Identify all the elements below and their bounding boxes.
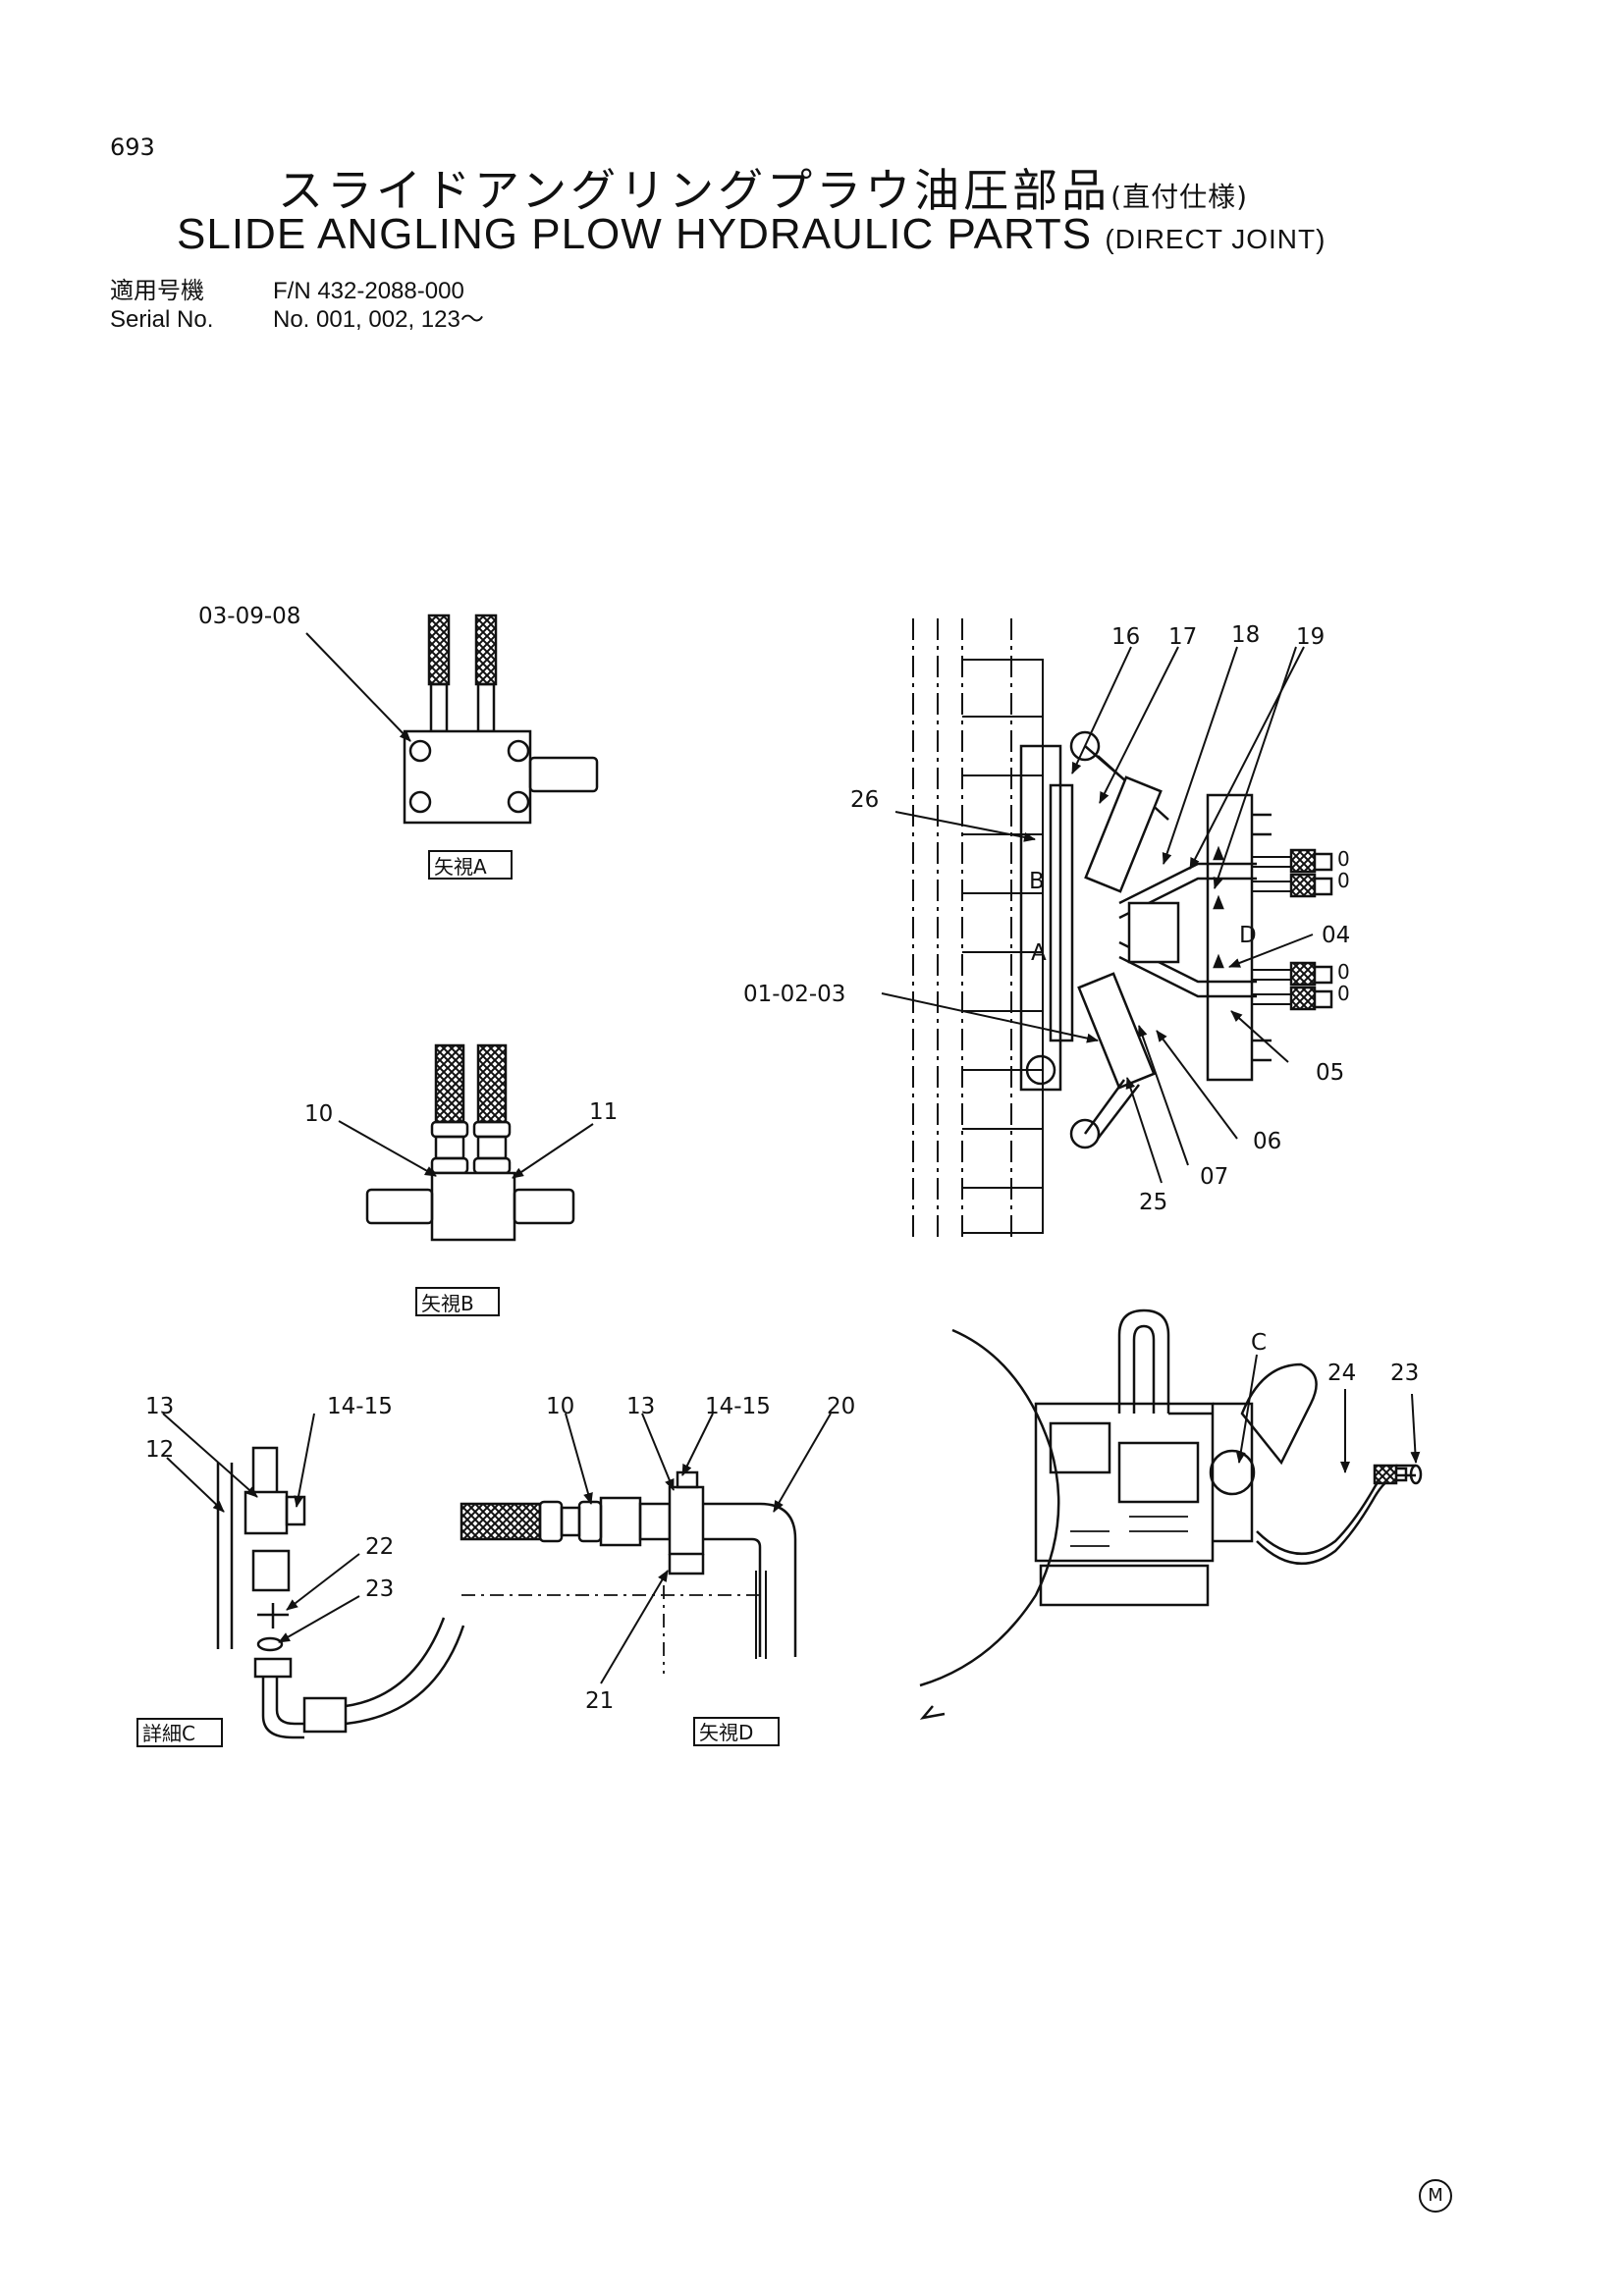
- part-label-07: 07: [1200, 1164, 1228, 1190]
- title-english-sub: (DIRECT JOINT): [1105, 224, 1326, 254]
- applicable-label: 適用号機: [110, 278, 204, 304]
- plow-assembly-drawing: [912, 618, 1333, 1239]
- part-label-23-detail-c: 23: [365, 1576, 394, 1602]
- plug-zero-4: 0: [1337, 982, 1350, 1005]
- view-label-a: 矢視A: [434, 855, 487, 879]
- part-label-10-view-d: 10: [546, 1394, 574, 1419]
- part-label-17: 17: [1168, 624, 1197, 650]
- plug-zero-3: 0: [1337, 960, 1350, 984]
- part-label-26: 26: [850, 787, 879, 813]
- serial-label: Serial No.: [110, 306, 214, 333]
- view-d-drawing: [460, 1470, 797, 1746]
- part-label-16: 16: [1111, 624, 1140, 650]
- plug-zero-1: 0: [1337, 847, 1350, 871]
- part-label-10-view-b: 10: [304, 1101, 333, 1127]
- part-label-01-02-03: 01-02-03: [743, 982, 845, 1007]
- callout-c: C: [1251, 1330, 1267, 1356]
- part-label-14-15-view-d: 14-15: [705, 1394, 771, 1419]
- part-label-23-blade: 23: [1390, 1361, 1419, 1386]
- part-label-13-detail-c: 13: [145, 1394, 174, 1419]
- part-label-06: 06: [1253, 1129, 1281, 1154]
- view-label-d: 矢視D: [699, 1721, 753, 1744]
- serial-value: No. 001, 002, 123～: [273, 306, 484, 333]
- part-label-19: 19: [1296, 624, 1325, 650]
- callout-d: D: [1239, 923, 1257, 948]
- part-label-20: 20: [827, 1394, 855, 1419]
- detail-label-c: 詳細C: [142, 1722, 195, 1745]
- page-header: 693 スライドアングリングプラウ油圧部品(直付仕様) SLIDE ANGLIN…: [0, 0, 1624, 353]
- view-a-drawing: [403, 614, 599, 880]
- title-english-main: SLIDE ANGLING PLOW HYDRAULIC PARTS: [177, 210, 1093, 258]
- page-number: 693: [110, 133, 155, 161]
- title-english: SLIDE ANGLING PLOW HYDRAULIC PARTS (DIRE…: [177, 210, 1326, 259]
- part-label-12: 12: [145, 1437, 174, 1463]
- part-label-21: 21: [585, 1688, 614, 1714]
- part-label-04: 04: [1322, 923, 1350, 948]
- callout-a: A: [1031, 940, 1047, 966]
- leader-lines: [162, 632, 1421, 1684]
- part-label-14-15-detail-c: 14-15: [327, 1394, 393, 1419]
- detail-c-drawing: [136, 1446, 465, 1747]
- view-b-drawing: [365, 1043, 575, 1316]
- title-japanese-main: スライドアングリングプラウ油圧部品: [278, 164, 1111, 217]
- blade-side-drawing: [919, 1308, 1423, 1720]
- part-label-24: 24: [1327, 1361, 1356, 1386]
- serial-row: Serial No. No. 001, 002, 123～: [110, 299, 484, 334]
- applicable-value: F/N 432-2088-000: [273, 278, 464, 304]
- part-label-11: 11: [589, 1099, 618, 1125]
- part-label-22: 22: [365, 1534, 394, 1560]
- part-label-25: 25: [1139, 1190, 1167, 1215]
- circled-m-mark: M: [1419, 2179, 1452, 2213]
- part-label-13-view-d: 13: [626, 1394, 655, 1419]
- title-japanese-sub: (直付仕様): [1110, 181, 1249, 213]
- applicable-row: 適用号機 F/N 432-2088-000: [110, 271, 464, 305]
- part-label-03-09-08: 03-09-08: [198, 604, 300, 629]
- part-label-18: 18: [1231, 622, 1260, 648]
- callout-b: B: [1029, 869, 1045, 894]
- view-label-b: 矢視B: [421, 1292, 474, 1315]
- part-label-05: 05: [1316, 1060, 1344, 1086]
- title-japanese: スライドアングリングプラウ油圧部品(直付仕様): [278, 155, 1248, 220]
- plug-zero-2: 0: [1337, 869, 1350, 892]
